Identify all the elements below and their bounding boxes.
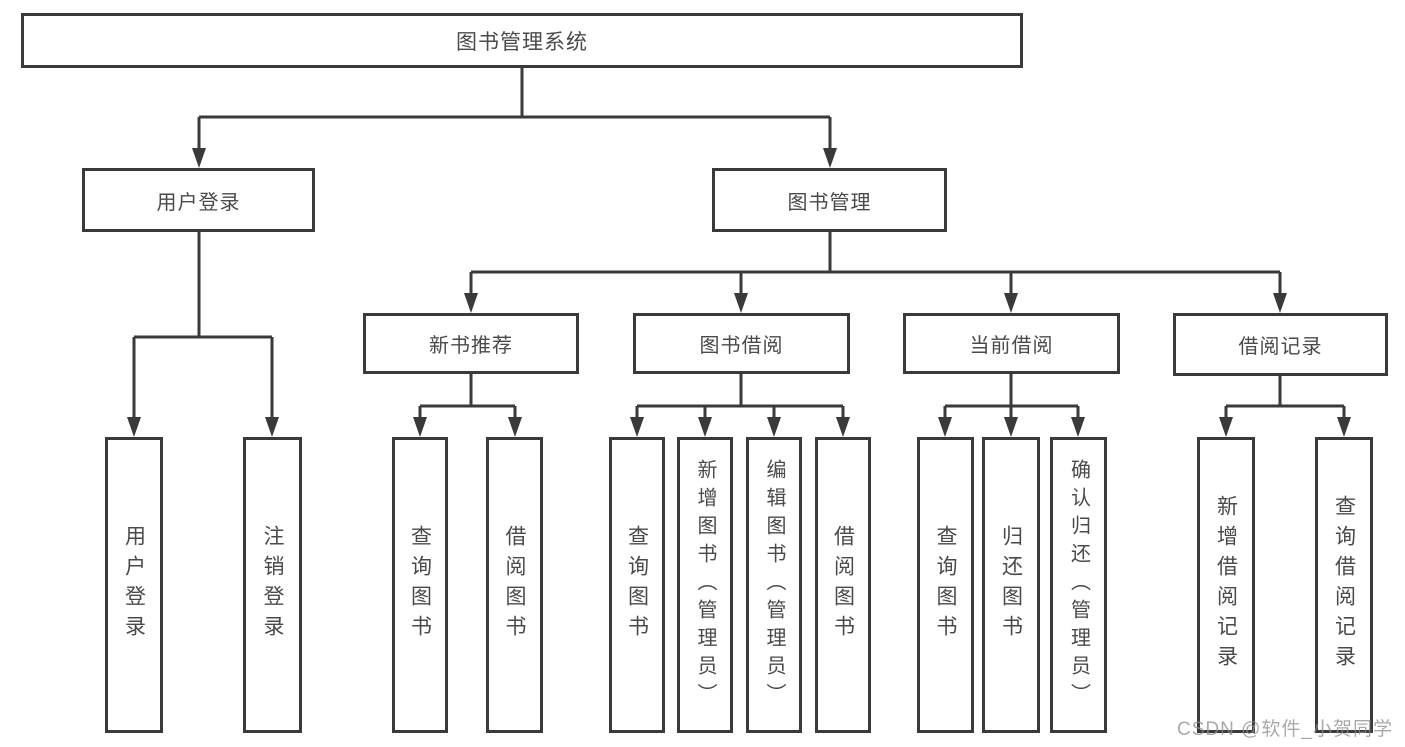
node-label: 图书管理 bbox=[787, 191, 872, 214]
node-user-login-module: 用户登录 bbox=[82, 168, 315, 232]
node-label: 查询图书 bbox=[934, 525, 957, 645]
node-label: 查询借阅记录 bbox=[1332, 495, 1356, 675]
node-label: 编辑图书（管理员） bbox=[763, 459, 785, 711]
node-library-management-system: 图书管理系统 bbox=[21, 13, 1023, 68]
node-current-borrow: 当前借阅 bbox=[903, 313, 1120, 374]
csdn-watermark: CSDN @软件_小贺同学 bbox=[1177, 719, 1393, 740]
leaf-logout: 注销登录 bbox=[243, 437, 302, 733]
node-book-management-module: 图书管理 bbox=[712, 168, 947, 232]
node-book-borrow: 图书借阅 bbox=[633, 313, 850, 374]
node-label: 借阅图书 bbox=[503, 525, 526, 645]
node-label: 图书借阅 bbox=[699, 335, 784, 357]
leaf-user-login: 用户登录 bbox=[105, 437, 163, 733]
leaf-add-book-admin: 新增图书（管理员） bbox=[677, 437, 733, 733]
node-borrow-records: 借阅记录 bbox=[1173, 313, 1388, 376]
node-label: 新增借阅记录 bbox=[1214, 495, 1238, 675]
node-label: 注销登录 bbox=[261, 525, 284, 645]
node-label: 用户登录 bbox=[156, 191, 241, 214]
leaf-query-books-2: 查询图书 bbox=[609, 437, 665, 733]
leaf-query-borrow-record: 查询借阅记录 bbox=[1315, 437, 1373, 733]
node-label: 新增图书（管理员） bbox=[694, 459, 716, 711]
node-label: 用户登录 bbox=[122, 525, 146, 645]
node-label: 借阅图书 bbox=[831, 525, 855, 645]
node-label: 查询图书 bbox=[408, 525, 432, 645]
leaf-borrow-books-1: 借阅图书 bbox=[486, 437, 543, 733]
node-label: 归还图书 bbox=[999, 525, 1023, 645]
arrowheads bbox=[127, 148, 1351, 437]
leaf-borrow-books-2: 借阅图书 bbox=[815, 437, 871, 733]
node-label: 确认归还（管理员） bbox=[1067, 459, 1090, 711]
leaf-confirm-return-admin: 确认归还（管理员） bbox=[1050, 437, 1107, 733]
leaf-add-borrow-record: 新增借阅记录 bbox=[1197, 437, 1255, 733]
node-label: 借阅记录 bbox=[1238, 336, 1323, 358]
node-label: 当前借阅 bbox=[969, 335, 1054, 357]
node-label: 图书管理系统 bbox=[456, 30, 588, 54]
leaf-query-books-1: 查询图书 bbox=[392, 437, 448, 733]
node-new-book-recommend: 新书推荐 bbox=[363, 313, 579, 374]
leaf-edit-book-admin: 编辑图书（管理员） bbox=[746, 437, 802, 733]
node-label: 新书推荐 bbox=[429, 335, 513, 357]
node-label: 查询图书 bbox=[625, 525, 649, 645]
leaf-query-books-3: 查询图书 bbox=[917, 437, 974, 733]
leaf-return-book: 归还图书 bbox=[982, 437, 1040, 733]
